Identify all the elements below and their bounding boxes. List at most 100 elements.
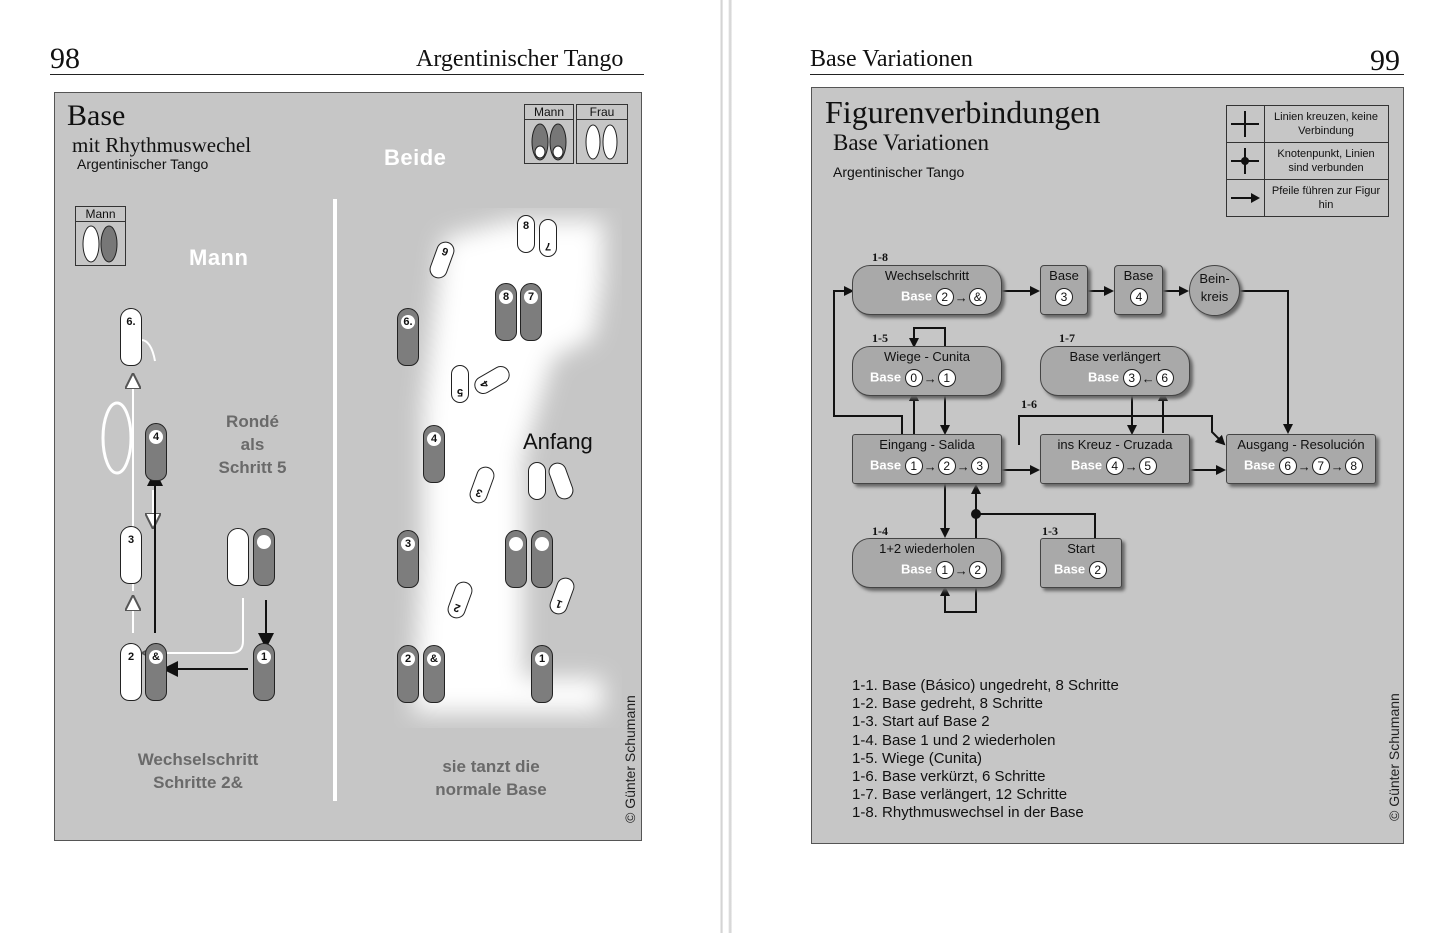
- legend-text-junction: Knotenpunkt, Linien sind verbunden: [1277, 148, 1375, 174]
- legend-shoes-top: Mann Frau: [524, 104, 628, 164]
- node-base-row: 4: [1130, 288, 1148, 306]
- tag-1-3: 1-3: [1042, 524, 1058, 538]
- list-item: 1-2. Base gedreht, 8 Schritte: [852, 695, 1043, 713]
- legend-divider-v: [1264, 106, 1265, 216]
- footprint-mann-2: 2: [120, 643, 142, 701]
- footprint-beide-m-4: 4: [423, 425, 445, 483]
- node-base-row: Base 2: [1054, 561, 1107, 579]
- node-ins-kreuz: ins Kreuz - Cruzada Base 4→5: [1040, 434, 1190, 484]
- footprint-beide-w-a: [528, 462, 546, 500]
- node-base-row: Base 3←6: [1088, 369, 1174, 387]
- footprint-beide-m-8: 8: [495, 283, 517, 341]
- footprint-label: 2: [452, 600, 463, 615]
- running-title-left: Argentinischer Tango: [416, 46, 624, 72]
- legend-divider-h1: [1227, 142, 1388, 143]
- caption-right-line-2: normale Base: [435, 780, 547, 799]
- arrow-right-icon: →: [1330, 458, 1344, 474]
- variation-list: 1-1. Base (Básico) ungedreht, 8 Schritte…: [852, 677, 1119, 823]
- caption-left-line-1: Wechselschritt: [137, 750, 259, 769]
- copyright-left: © Günter Schumann: [622, 695, 638, 823]
- footprint-label: 8: [499, 290, 513, 304]
- list-item: 1-5. Wiege (Cunita): [852, 749, 983, 767]
- node-title: Base: [1049, 268, 1079, 283]
- base-label: Base: [901, 288, 933, 304]
- figure-panel-base: Base mit Rhythmuswechel Argentinischer T…: [54, 92, 642, 841]
- ronde-label: Rondé als Schritt 5: [195, 410, 310, 479]
- node-start: Start Base 2: [1040, 538, 1122, 588]
- footprint-label: 9: [439, 245, 450, 260]
- step-circle: 2: [937, 457, 956, 475]
- node-wiederholen: 1+2 wiederholen Base 1→2: [852, 538, 1002, 588]
- figure-title-right: Figurenverbindungen: [825, 94, 1101, 130]
- footprint-label: 4: [427, 432, 441, 446]
- footprint-label: 7: [524, 290, 538, 304]
- step-circle: 1: [937, 369, 956, 387]
- step-circle: 3: [1122, 369, 1141, 387]
- tag-1-8: 1-8: [872, 250, 888, 264]
- node-base-row: Base 1→2→3: [870, 457, 989, 475]
- step-circle: 7: [1311, 457, 1330, 475]
- arrow-right-icon: [1231, 193, 1260, 203]
- arrow-right-icon: →: [1124, 458, 1138, 474]
- legend-mann-box: Mann: [524, 104, 574, 164]
- step-circle: 4: [1130, 288, 1148, 306]
- legend-mann-label: Mann: [525, 105, 573, 120]
- node-base-row: Base 4→5: [1071, 457, 1157, 475]
- step-circle: &: [968, 288, 987, 306]
- legend-table: Linien kreuzen, keine Verbindung Knotenp…: [1226, 105, 1389, 217]
- list-item: 1-1. Base (Básico) ungedreht, 8 Schritte: [852, 677, 1119, 694]
- shoe-pair-light-icon: [585, 124, 618, 160]
- footprint-beide-w-5: 5: [451, 365, 469, 403]
- base-label: Base: [870, 369, 902, 385]
- footprint-label: 4: [149, 430, 163, 444]
- footprint-label: 3: [401, 537, 415, 551]
- ronde-line-3: Schritt 5: [218, 458, 287, 477]
- tag-1-6: 1-6: [1021, 397, 1037, 411]
- legend-mann-small-label: Mann: [76, 207, 125, 222]
- arrow-right-icon: →: [1297, 458, 1311, 474]
- tag-1-4: 1-4: [872, 524, 888, 538]
- step-circle: 2: [968, 561, 987, 579]
- footprint-beide-m-2: 2: [397, 645, 419, 703]
- caption-right: sie tanzt die normale Base: [405, 755, 577, 801]
- footprint-label: 6.: [401, 315, 415, 329]
- footprint-label: 2: [124, 650, 138, 664]
- footprint-beide-m-7: 7: [520, 283, 542, 341]
- node-base-row: 3: [1055, 288, 1073, 306]
- node-base-4: Base 4: [1114, 265, 1163, 315]
- header-rule-right: [810, 74, 1404, 75]
- right-page: Base Variationen 99 Figurenverbindungen …: [732, 0, 1453, 933]
- caption-right-line-1: sie tanzt die: [442, 757, 540, 776]
- footprint-label: 8: [522, 220, 530, 232]
- base-label: Base: [1088, 369, 1120, 385]
- footprint-label: &: [427, 652, 441, 666]
- footprint-start-left: [227, 528, 249, 586]
- node-base-verlaengert: Base verlängert Base 3←6: [1040, 346, 1190, 396]
- list-item: 1-7. Base verlängert, 12 Schritte: [852, 786, 1068, 804]
- cross-icon: [1231, 111, 1259, 137]
- node-base-3: Base 3: [1040, 265, 1088, 315]
- figure-dance: Argentinischer Tango: [77, 156, 209, 172]
- footprint-label: 1: [554, 596, 565, 611]
- junction-icon: [1231, 148, 1259, 174]
- book-spine: [720, 0, 732, 933]
- footprint-mann-and: &: [145, 643, 167, 701]
- node-title: ins Kreuz - Cruzada: [1057, 437, 1173, 452]
- footprint-beide-m-6: 6.: [397, 308, 419, 366]
- copyright-right: © Günter Schumann: [1386, 693, 1402, 821]
- arrow-right-icon: →: [923, 370, 937, 386]
- footprint-label: 3: [474, 485, 485, 500]
- step-circle: 2: [1088, 561, 1107, 579]
- figure-panel-variationen: Figurenverbindungen Base Variationen Arg…: [811, 87, 1404, 844]
- footprint-label: 3: [124, 533, 138, 547]
- vertical-divider: [333, 199, 337, 801]
- figure-subtitle: mit Rhythmuswechel: [72, 133, 252, 157]
- footprint-beide-m-and: &: [423, 645, 445, 703]
- footprint-mann-1: 1: [253, 643, 275, 701]
- step-circle: 6: [1278, 457, 1297, 475]
- node-base-row: Base 0→1: [870, 369, 956, 387]
- list-item: 1-6. Base verkürzt, 6 Schritte: [852, 768, 1046, 786]
- footprint-mann-3: 3: [120, 526, 142, 584]
- footprint-beide-m-3: 3: [397, 530, 419, 588]
- footprint-mann-4: 4: [145, 423, 167, 481]
